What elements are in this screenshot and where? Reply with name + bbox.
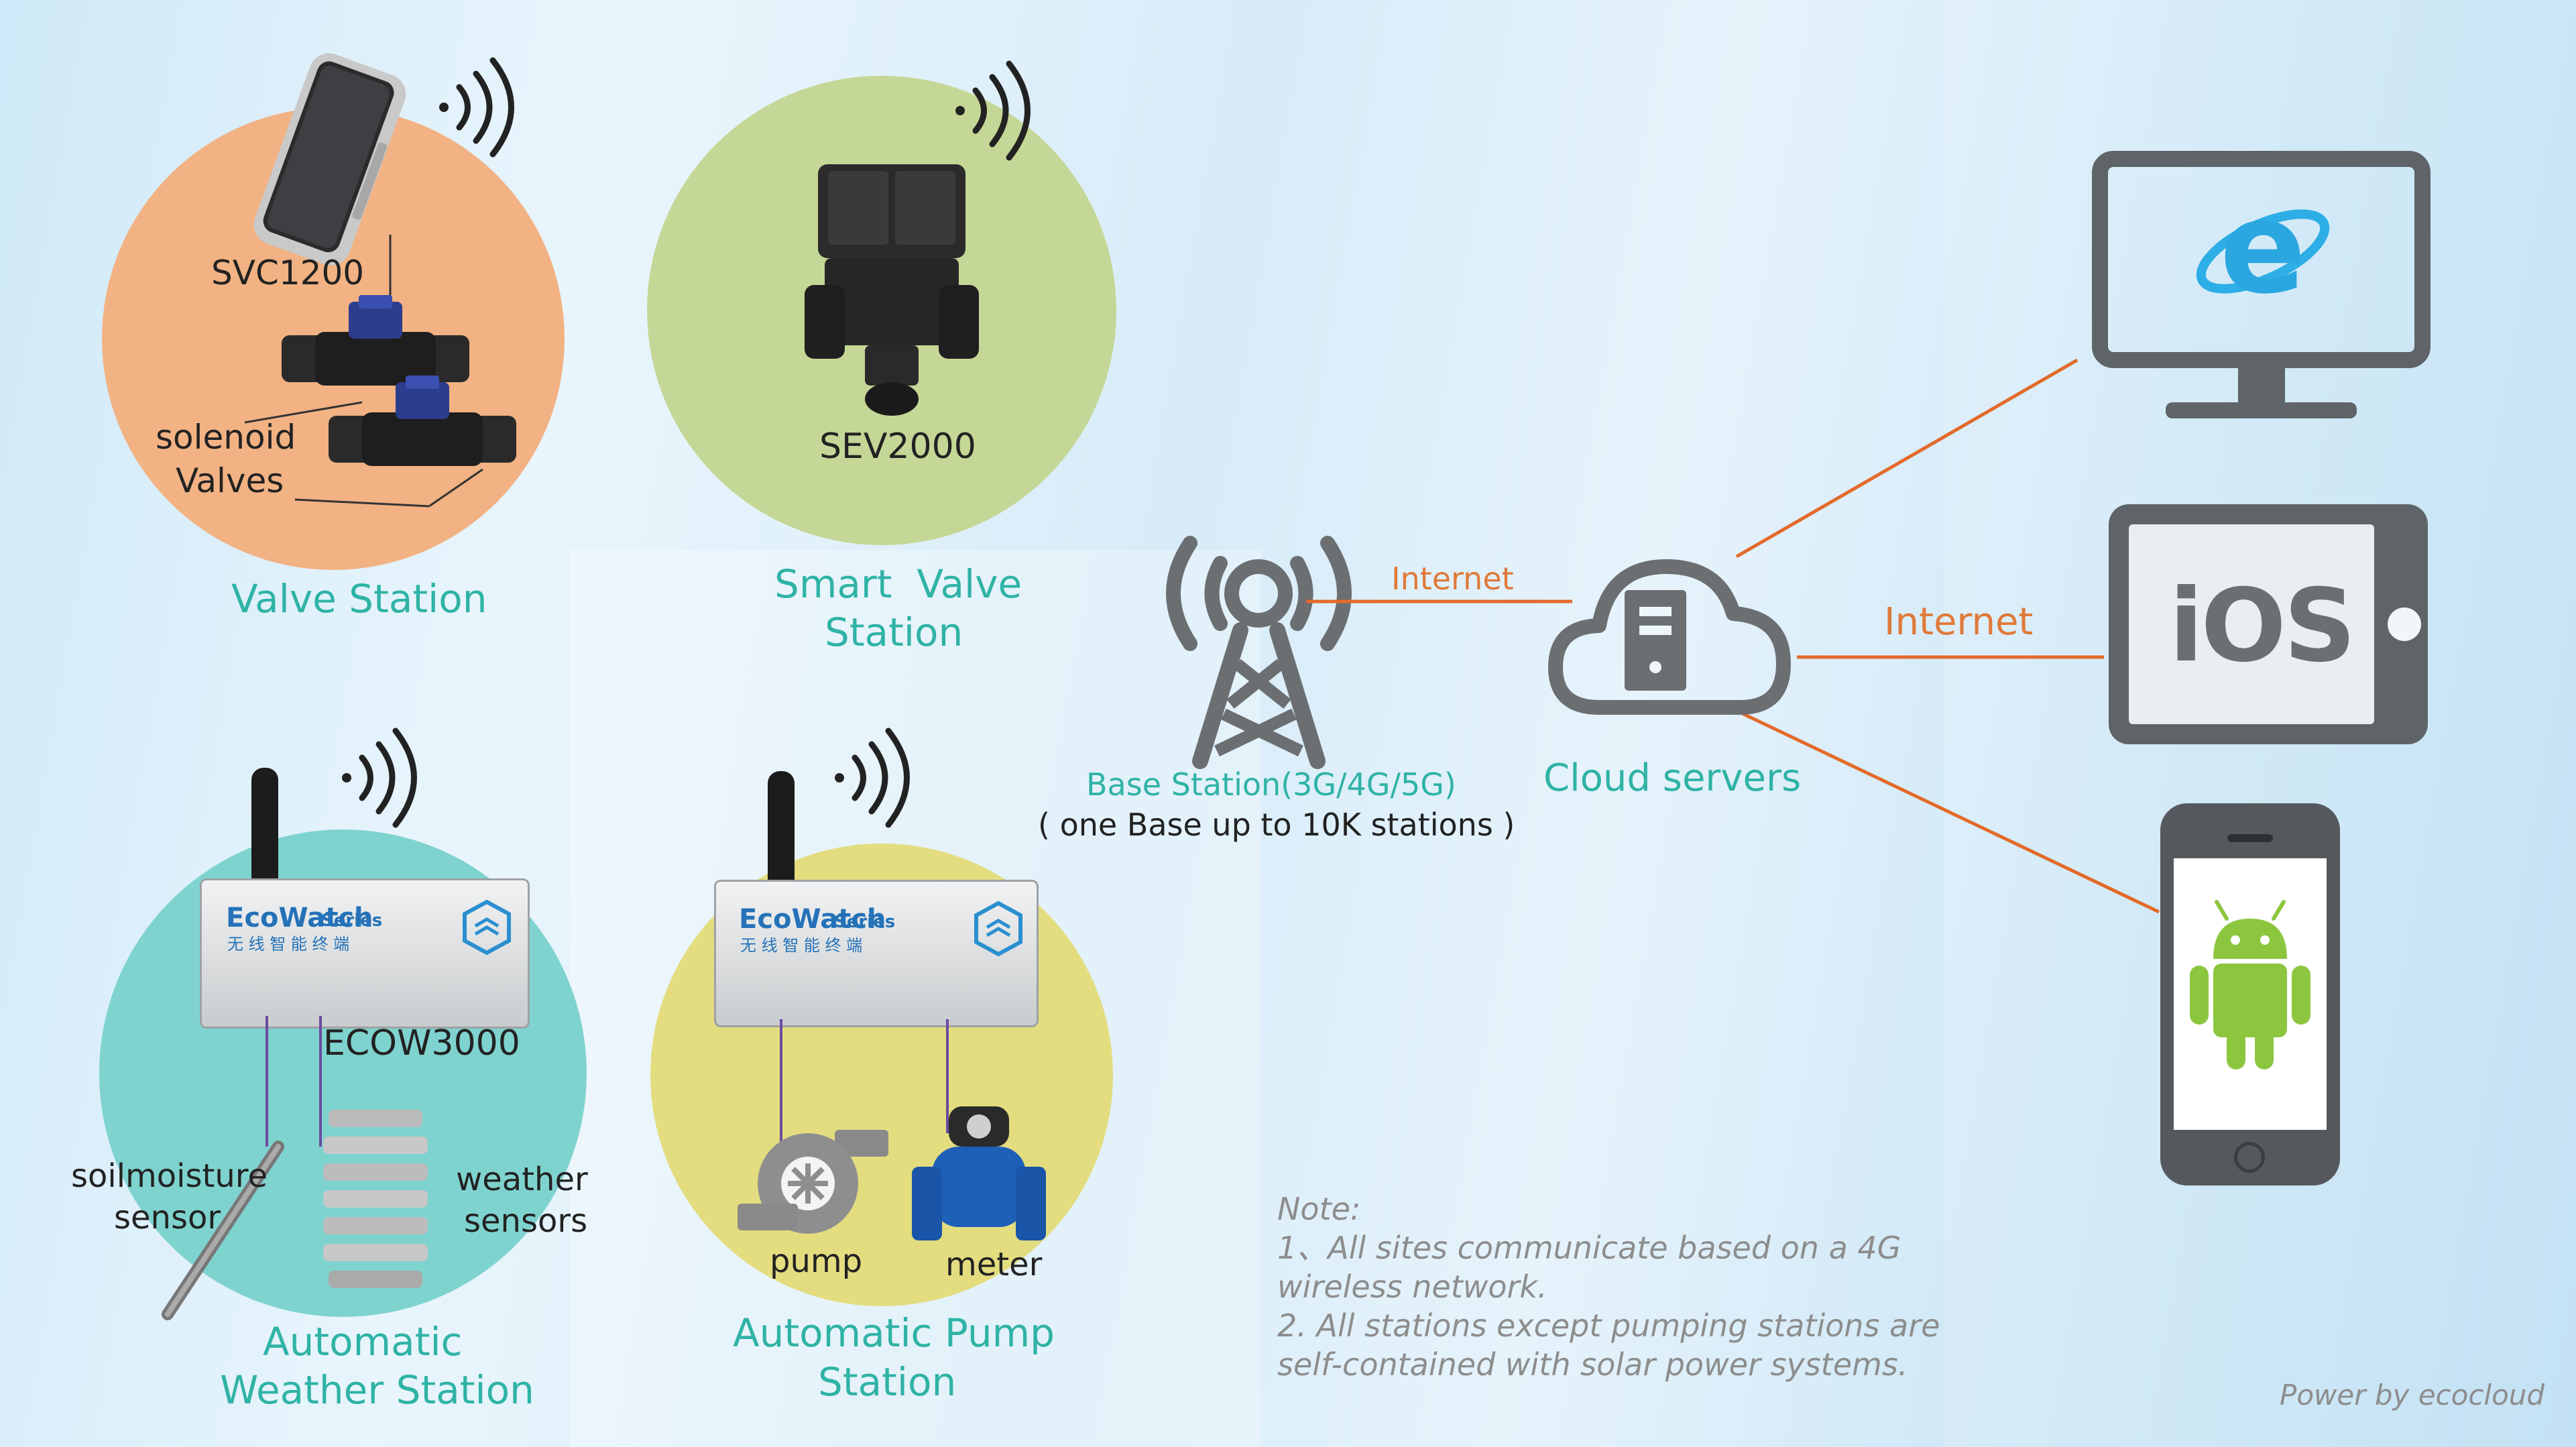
phone-screen (2174, 858, 2327, 1130)
weather-station-title-line1: Automatic (263, 1319, 463, 1365)
weather-label-line2: sensors (464, 1202, 588, 1240)
meter-label: meter (945, 1246, 1043, 1283)
ecow3000-brand: EcoWatch (226, 903, 373, 933)
solenoid-valve-icon-2 (329, 375, 516, 466)
note-line4: self-contained with solar power systems. (1277, 1346, 1908, 1383)
svc1200-device-icon (253, 53, 406, 266)
internet-explorer-icon: e (2196, 174, 2330, 322)
tablet-home-button (2388, 607, 2421, 641)
ecow3000-logo-icon (463, 899, 511, 956)
pump-icon (738, 1130, 888, 1234)
valve-station-title: Valve Station (231, 576, 487, 622)
sev2000-wifi-icon (955, 60, 1031, 161)
svc1200-wifi-icon (439, 57, 514, 158)
weather-sensor-icon (323, 1110, 428, 1288)
ecow3000-controller-box: EcoWatch Series 无 线 智 能 终 端 (200, 878, 530, 1029)
weather-label-line1: weather (456, 1161, 588, 1198)
svg-text:e: e (2220, 174, 2306, 322)
phone-speaker (2227, 834, 2273, 842)
tablet-os-text: iOS (2169, 568, 2356, 685)
pump-station-title-line1: Automatic Pump (733, 1310, 1055, 1356)
soil-moisture-probe-icon (162, 1141, 284, 1320)
android-logo-icon (2190, 900, 2310, 1069)
desktop-monitor-icon[interactable]: e (2092, 151, 2431, 422)
internet-label-base: Internet (1391, 561, 1514, 597)
pump-station-title-line2: Station (818, 1359, 957, 1405)
pump-brand-series: Series (834, 912, 896, 932)
weather-station-title-line2: Weather Station (220, 1367, 534, 1413)
footer-credit: Power by ecocloud (2280, 1379, 2545, 1411)
solenoid-label-line1: solenoid (156, 418, 296, 457)
note-heading: Note: (1277, 1191, 1361, 1227)
pump-controller-box: EcoWatch Series 无 线 智 能 终 端 (714, 880, 1039, 1027)
pump-wifi-icon (835, 728, 910, 828)
base-station-label: Base Station(3G/4G/5G) (1086, 766, 1456, 803)
pump-brand-sub: 无 线 智 能 终 端 (740, 936, 863, 955)
svc1200-label: SVC1200 (211, 253, 365, 292)
phone-home-button (2234, 1142, 2265, 1173)
water-meter-icon (912, 1106, 1046, 1240)
pump-antenna-icon (768, 771, 795, 899)
smartphone-android-icon[interactable] (2160, 803, 2340, 1185)
base-station-sub: ( one Base up to 10K stations ) (1038, 807, 1515, 843)
soil-label-line2: sensor (114, 1199, 221, 1236)
link-cloud-to-monitor (1735, 358, 2079, 559)
cloud-server-icon (1548, 559, 1791, 715)
pump-logo-icon (974, 901, 1022, 957)
base-station-tower-icon (1166, 536, 1352, 769)
soil-label-line1: soilmoisture (71, 1157, 268, 1195)
pump-brand: EcoWatch (739, 904, 886, 935)
note-line2: wireless network. (1277, 1269, 1547, 1305)
sev2000-valve-icon (805, 164, 979, 416)
ecow3000-brand-sub: 无 线 智 能 终 端 (227, 935, 350, 953)
ecow3000-label: ECOW3000 (323, 1023, 520, 1063)
cloud-servers-label: Cloud servers (1543, 756, 1802, 800)
pump-label: pump (770, 1242, 863, 1280)
smart-valve-title-line2: Station (825, 610, 963, 655)
note-line1: 1、All sites communicate based on a 4G (1277, 1230, 1901, 1266)
solenoid-label-line2: Valves (176, 461, 284, 500)
weather-wifi-icon (342, 728, 417, 828)
tablet-ios-icon[interactable]: iOS (2109, 504, 2428, 744)
solenoid-valve-icon (282, 295, 469, 386)
link-cloud-to-phone (1735, 709, 2160, 914)
weather-antenna-icon (251, 768, 278, 902)
note-line3: 2. All stations except pumping stations … (1277, 1308, 1940, 1344)
smart-valve-title-line1: Smart Valve (774, 561, 1022, 607)
tablet-screen: iOS (2129, 524, 2374, 724)
sev2000-label: SEV2000 (819, 426, 976, 467)
internet-label-tablet: Internet (1884, 600, 2034, 644)
ecow3000-brand-series: Series (321, 911, 383, 931)
